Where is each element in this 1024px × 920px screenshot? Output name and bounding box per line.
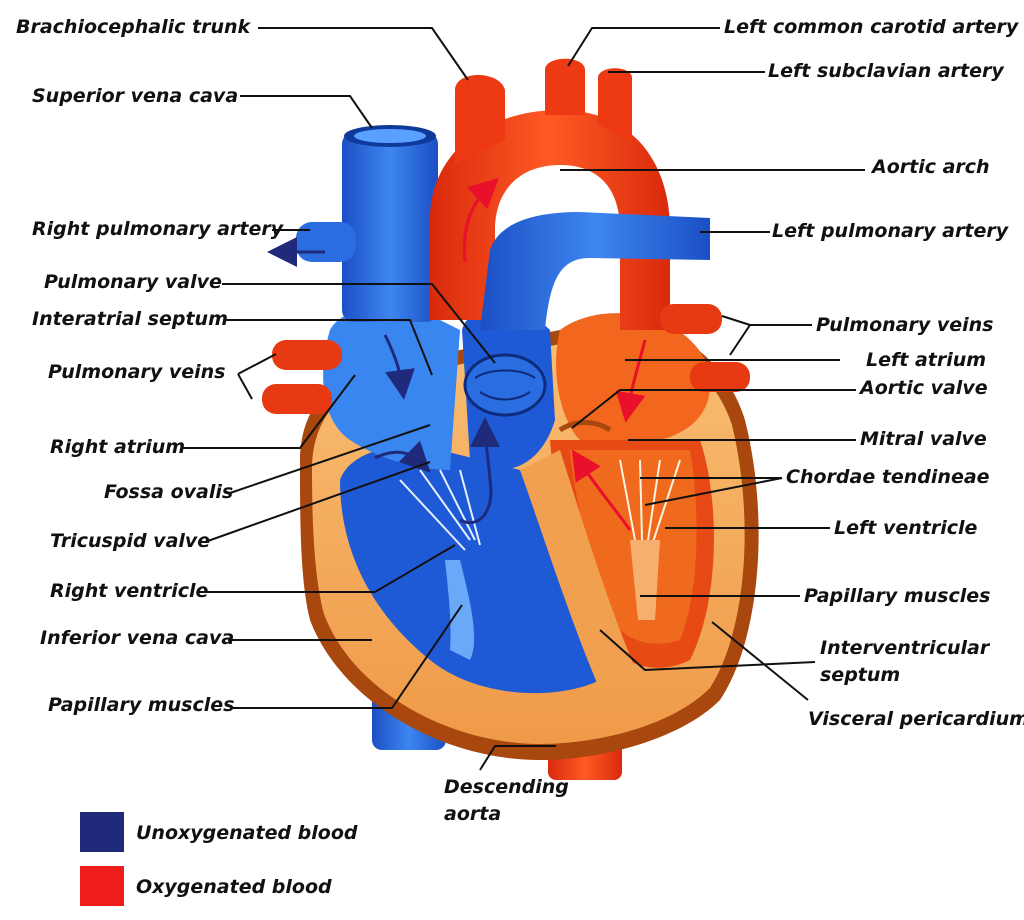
pulmonary-valve-shape <box>463 353 547 417</box>
right-pulmonary-artery-shape <box>296 222 356 262</box>
label-left-ventricle: Left ventricle <box>834 517 978 539</box>
chordae-right <box>399 469 481 551</box>
chordae-left <box>619 459 681 546</box>
label-inferior-vena-cava: Inferior vena cava <box>40 627 235 649</box>
right-pulmonary-vein-upper <box>272 340 342 370</box>
label-pulmonary-valve: Pulmonary valve <box>44 271 222 293</box>
left-pulmonary-vein-lower <box>690 362 750 392</box>
label-fossa-ovalis: Fossa ovalis <box>104 481 234 503</box>
left-pulmonary-vein-upper <box>660 304 722 334</box>
leader-lines <box>182 27 865 771</box>
label-mitral-valve: Mitral valve <box>860 428 987 450</box>
label-visceral-pericardium: Visceral pericardium <box>808 708 1024 730</box>
label-left-subclavian-artery: Left subclavian artery <box>768 60 1004 82</box>
label-aortic-arch: Aortic arch <box>872 156 990 178</box>
label-left-pulmonary-artery: Left pulmonary artery <box>772 220 1009 242</box>
left-common-carotid-shape <box>545 58 585 115</box>
left-atrium-cavity <box>556 313 710 440</box>
label-interatrial-septum: Interatrial septum <box>32 308 228 330</box>
label-right-ventricle: Right ventricle <box>50 580 209 602</box>
label-right-pulmonary-artery: Right pulmonary artery <box>32 218 284 240</box>
label-descending-aorta-line2: aorta <box>444 803 502 825</box>
label-left-atrium: Left atrium <box>866 349 987 371</box>
label-pulmonary-veins-left: Pulmonary veins <box>816 314 994 336</box>
pulmonary-trunk-shape <box>480 212 710 330</box>
legend-swatch-oxygenated <box>80 866 124 906</box>
right-pulmonary-vein-lower <box>262 384 332 414</box>
superior-vena-cava-shape <box>342 132 438 322</box>
label-interventricular-septum-line1: Interventricular <box>820 637 990 659</box>
flow-arrow-aorta <box>462 177 499 263</box>
flow-arrow-tricuspid <box>374 440 431 473</box>
papillary-muscle-left-shape <box>630 540 660 620</box>
label-left-common-carotid-artery: Left common carotid artery <box>724 16 1019 38</box>
label-superior-vena-cava: Superior vena cava <box>32 85 239 107</box>
label-descending-aorta-line1: Descending <box>444 776 569 798</box>
legend-swatch-unoxygenated <box>80 812 124 852</box>
flow-arrow-rv <box>459 417 501 524</box>
label-papillary-muscles-left: Papillary muscles <box>804 585 991 607</box>
label-right-atrium: Right atrium <box>50 436 186 458</box>
label-pulmonary-veins-right: Pulmonary veins <box>48 361 226 383</box>
label-aortic-valve: Aortic valve <box>860 377 988 399</box>
left-subclavian-shape <box>598 68 632 140</box>
brachiocephalic-trunk-shape <box>455 75 505 165</box>
interventricular-septum-shape <box>520 450 640 690</box>
label-tricuspid-valve: Tricuspid valve <box>50 530 211 552</box>
label-chordae-tendineae: Chordae tendineae <box>786 466 990 488</box>
aortic-valve-shape <box>558 420 612 433</box>
label-brachiocephalic-trunk: Brachiocephalic trunk <box>16 16 251 38</box>
label-interventricular-septum-line2: septum <box>820 664 901 686</box>
flow-arrow-lv <box>571 449 632 531</box>
legend-label-unoxygenated: Unoxygenated blood <box>136 822 358 844</box>
label-papillary-muscles-right: Papillary muscles <box>48 694 235 716</box>
flow-arrow-ra <box>383 334 415 400</box>
legend-label-oxygenated: Oxygenated blood <box>136 876 332 898</box>
flow-arrow-la <box>615 339 647 423</box>
